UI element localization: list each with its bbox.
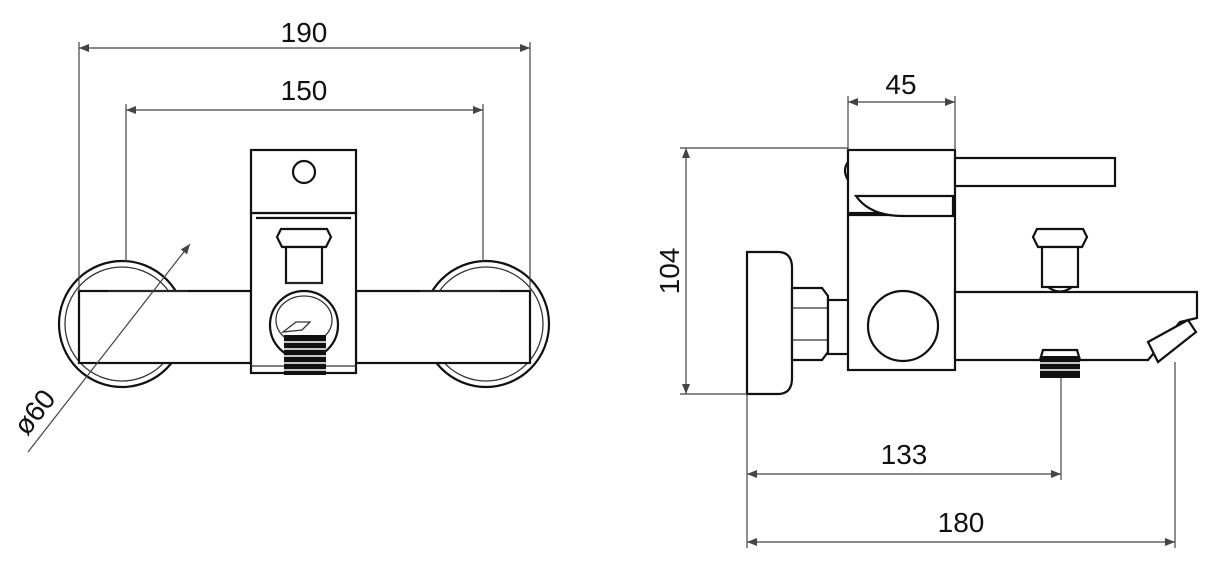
side-body-port xyxy=(866,289,940,363)
dim-label-133: 133 xyxy=(881,439,928,470)
dim-label-180: 180 xyxy=(938,507,985,538)
side-view: 45 104 133 180 xyxy=(654,69,1199,548)
left-arm xyxy=(77,289,253,365)
dim-line-60 xyxy=(27,243,191,453)
dim-label-45: 45 xyxy=(885,69,916,100)
dim-label-diameter: ø60 xyxy=(7,384,61,441)
dim-label-150: 150 xyxy=(281,75,328,106)
spout xyxy=(953,290,1199,362)
side-outlet-thread xyxy=(1040,356,1080,378)
wall-flange xyxy=(745,250,794,396)
cap-hole xyxy=(291,159,317,185)
hex-nut xyxy=(790,286,830,362)
handle-cap xyxy=(249,148,358,215)
right-arm xyxy=(354,289,532,365)
front-view: 190 150 ø60 xyxy=(7,17,551,453)
dim-label-104: 104 xyxy=(654,248,685,295)
side-handle-lever xyxy=(953,156,1117,188)
outlet-thread xyxy=(284,335,326,375)
dim-label-190: 190 xyxy=(281,17,328,48)
